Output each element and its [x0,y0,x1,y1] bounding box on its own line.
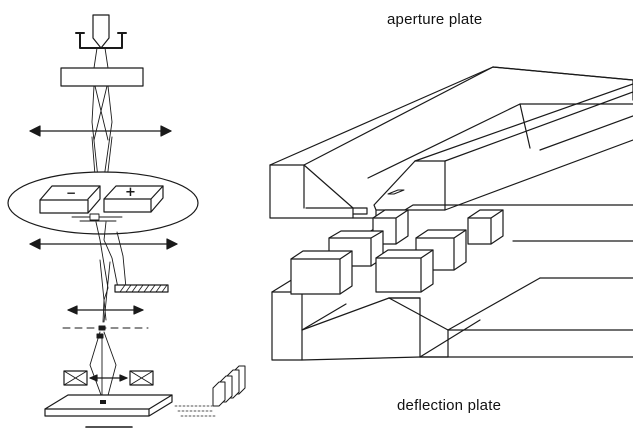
electron-column: − + [7,14,246,428]
deflection-plate-label: deflection plate [397,397,502,414]
beam-rays-lower [95,221,127,323]
minus-symbol: − [66,186,76,200]
plus-symbol: + [125,185,136,200]
pattern-stack [174,365,246,417]
beam-rays-upper [91,47,113,179]
aperture-stop [114,284,169,293]
aperture-slit [387,189,405,195]
shaping-plate-upper [60,67,144,87]
plate-assembly [269,66,633,361]
beam-rays-target [89,331,117,404]
image-plane [62,325,149,339]
aperture-plate-label: aperture plate [387,11,483,28]
condenser-lens [29,125,172,137]
deflector-disc [7,171,199,235]
electron-gun [75,14,127,49]
substrate [44,394,173,428]
projection-lens [29,238,178,250]
scan-coils [63,370,154,386]
deflector-cubes [290,209,504,295]
objective-lens [67,305,144,315]
aperture-plate-body [269,66,633,219]
deflector-blocks [39,185,164,222]
